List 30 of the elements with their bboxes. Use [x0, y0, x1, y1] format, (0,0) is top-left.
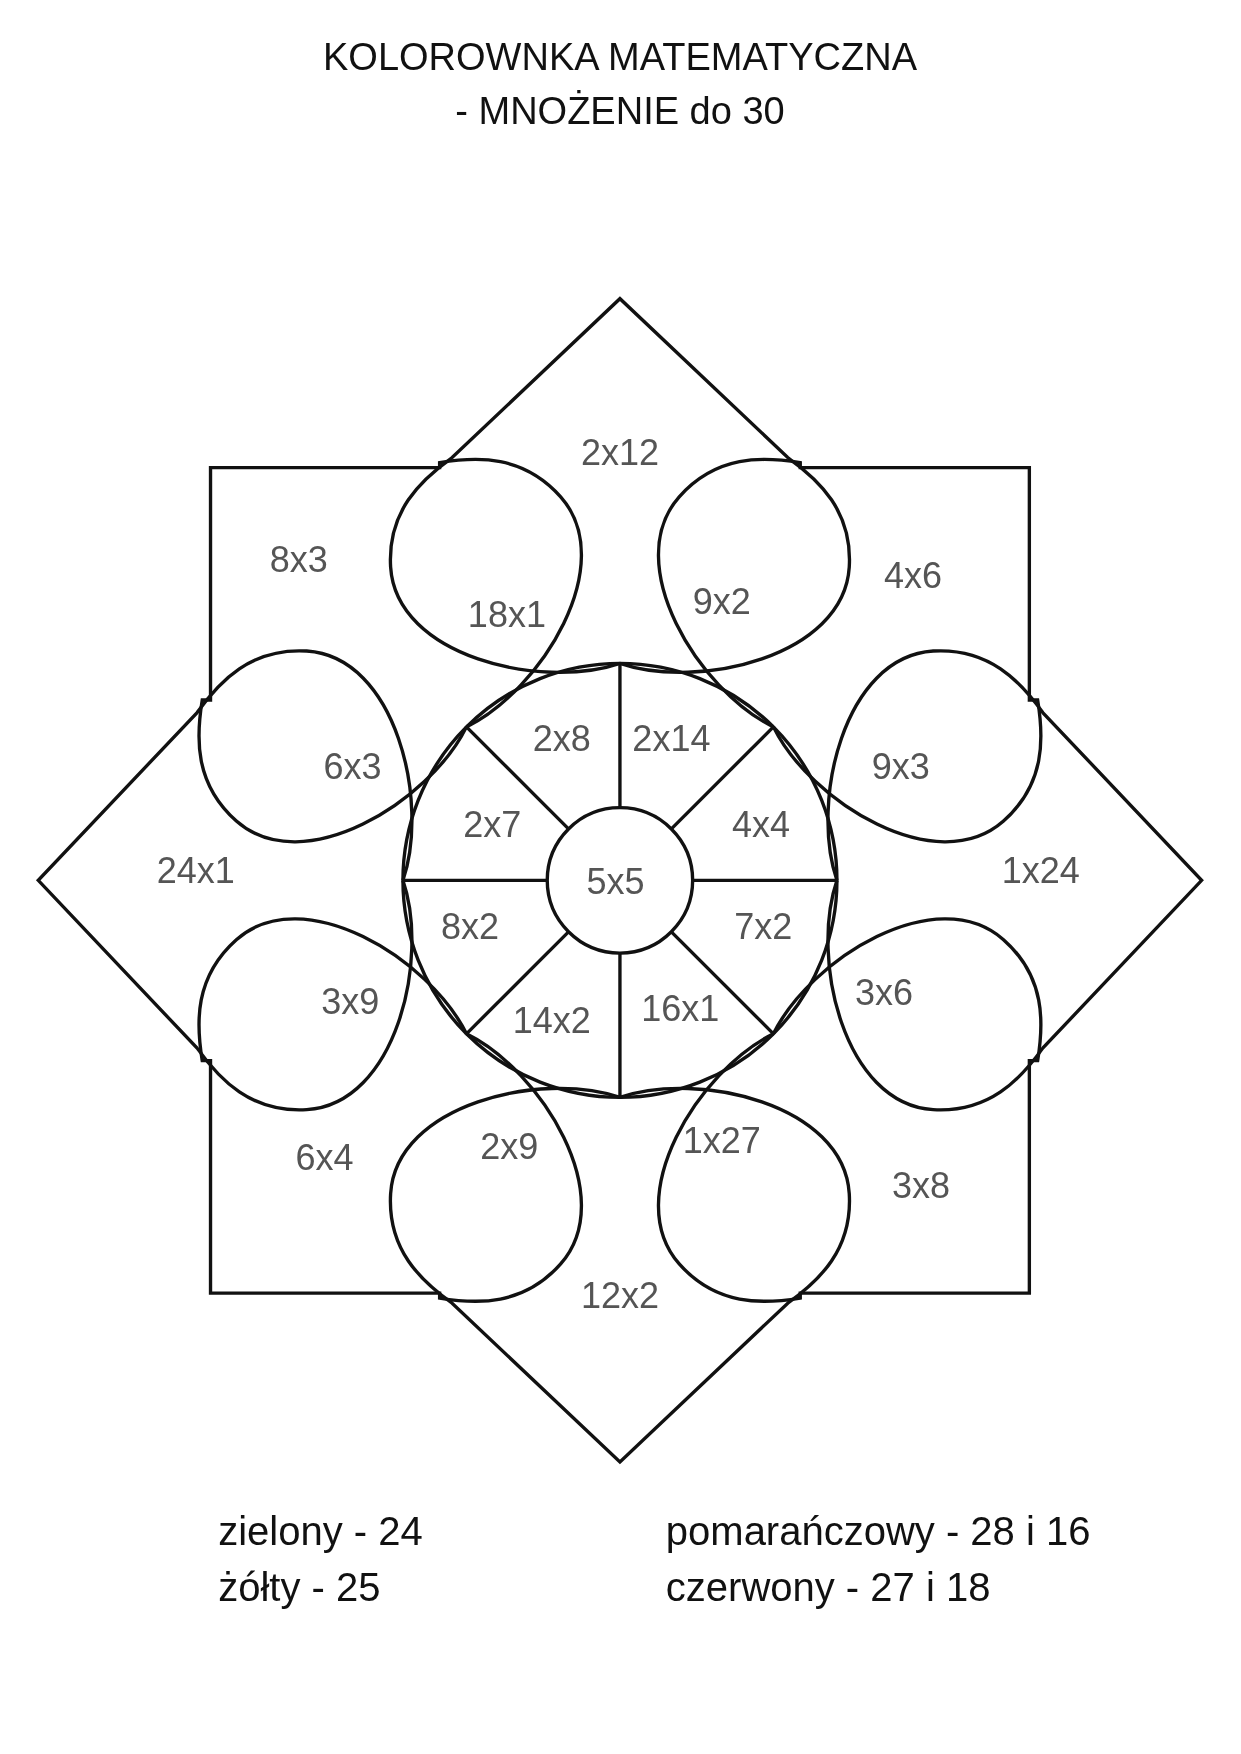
multiplication-problem: 12x2 [580, 1274, 659, 1317]
multiplication-problem: 2x9 [480, 1126, 539, 1168]
multiplication-problem: 5x5 [586, 860, 645, 903]
multiplication-problem: 2x14 [632, 717, 711, 760]
color-key-text: zielony - 24 [218, 1508, 423, 1554]
multiplication-problem: 4x6 [884, 555, 943, 598]
multiplication-problem: 8x2 [440, 905, 499, 948]
multiplication-problem: 8x3 [269, 538, 328, 581]
multiplication-problem: 9x2 [692, 581, 751, 624]
color-key-text: żółty - 25 [218, 1564, 381, 1610]
multiplication-problem: 1x27 [682, 1120, 761, 1163]
multiplication-problem: 2x12 [580, 432, 659, 475]
multiplication-problem: 6x4 [295, 1137, 354, 1180]
multiplication-problem: 3x9 [321, 980, 380, 1023]
title: KOLOROWNKA MATEMATYCZNA - MNOŻENIE do 30 [322, 35, 918, 134]
multiplication-problem: 2x7 [463, 803, 522, 846]
multiplication-problem: 1x24 [1001, 849, 1080, 892]
multiplication-problem: 6x3 [323, 745, 382, 788]
multiplication-problem: 18x1 [467, 594, 546, 637]
multiplication-problem: 4x4 [731, 803, 790, 846]
multiplication-problem: 2x8 [532, 717, 591, 760]
multiplication-problem: 9x3 [871, 745, 930, 788]
multiplication-problem: 3x6 [855, 971, 914, 1014]
multiplication-problem: 24x1 [156, 849, 235, 892]
color-key-text: czerwony - 27 i 18 [665, 1564, 991, 1610]
multiplication-problem: 3x8 [891, 1165, 950, 1208]
color-key-text: pomarańczowy - 28 i 16 [665, 1508, 1091, 1554]
multiplication-problem: 7x2 [734, 905, 793, 948]
multiplication-problem: 14x2 [512, 999, 591, 1042]
multiplication-problem: 16x1 [641, 988, 720, 1031]
